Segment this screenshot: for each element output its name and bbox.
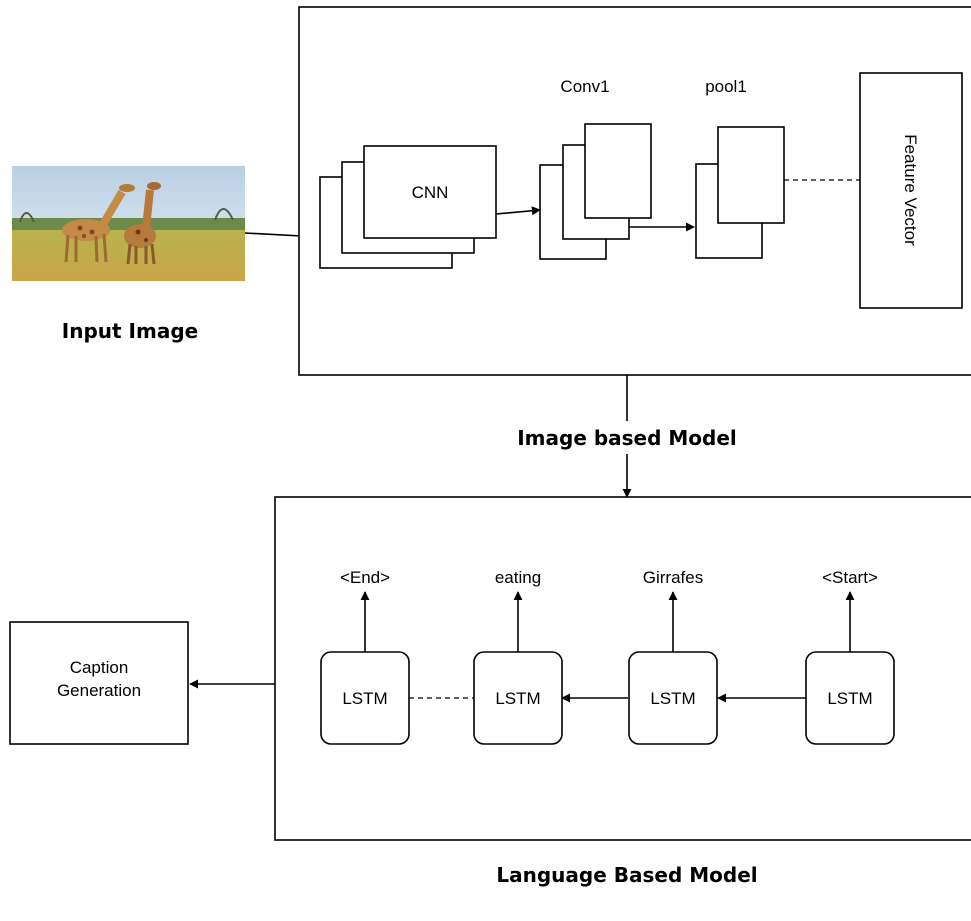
input-image-photo: [12, 166, 245, 281]
pool1-layer-stack: [695, 126, 785, 259]
cnn-label: CNN: [412, 183, 449, 202]
giraffe-icon: [124, 182, 161, 265]
cnn-layer-stack: CNN: [319, 145, 497, 269]
feature-vector-box: [859, 72, 963, 309]
lstm-cell: LSTM <Start>: [805, 568, 895, 745]
lstm-cell: LSTM eating: [473, 568, 563, 745]
language-model-title: Language Based Model: [496, 863, 757, 887]
pool1-label: pool1: [705, 77, 747, 96]
lstm-cell-label: LSTM: [827, 689, 872, 708]
lstm-cell-label: LSTM: [495, 689, 540, 708]
input-image-label: Input Image: [62, 319, 198, 343]
cnn-to-conv-arrow: [495, 206, 541, 216]
lstm-output-word: Girrafes: [643, 568, 703, 587]
feature-vector-label: Feature Vector: [901, 134, 920, 246]
lstm-output-word: <End>: [340, 568, 390, 587]
caption-label-line2: Generation: [57, 681, 141, 700]
lstm-cell-label: LSTM: [650, 689, 695, 708]
lstm-cell: LSTM <End>: [320, 568, 410, 745]
caption-generation-box: [9, 621, 189, 745]
lstm-output-word: <Start>: [822, 568, 878, 587]
image-model-title: Image based Model: [517, 426, 737, 450]
lstm-cell-label: LSTM: [342, 689, 387, 708]
lstm-output-word: eating: [495, 568, 541, 587]
lstm-cell: LSTM Girrafes: [628, 568, 718, 745]
conv1-label: Conv1: [560, 77, 609, 96]
giraffe-icon: [62, 184, 135, 263]
caption-label-line1: Caption: [70, 658, 129, 677]
conv1-layer-stack: [539, 123, 652, 260]
